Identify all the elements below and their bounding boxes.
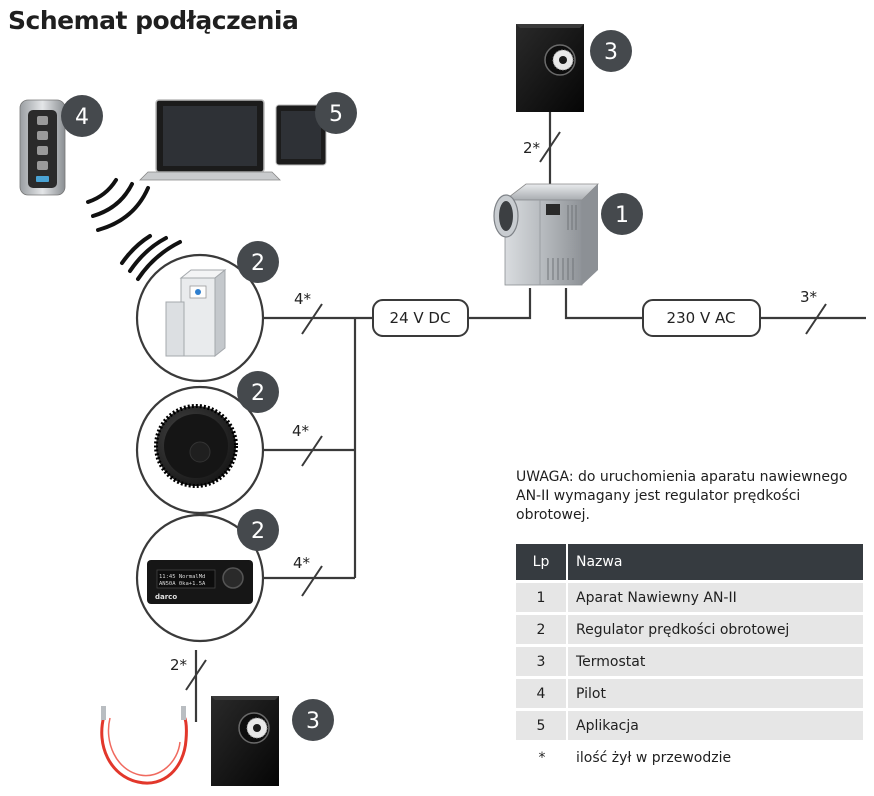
- regulator-knob-image: [135, 385, 265, 515]
- temperature-sensor-image: [100, 706, 188, 785]
- regulator-din-image: [135, 253, 265, 383]
- slash-thermo-top: [539, 131, 561, 163]
- legend-row-name: ilość żył w przewodzie: [576, 749, 732, 766]
- ac-voltage-label: 230 V AC: [667, 309, 736, 327]
- badge-thermo-top-label: 3: [604, 40, 618, 65]
- legend-row-name: Aparat Nawiewny AN-II: [568, 583, 863, 612]
- slash-reg-bot: [301, 565, 323, 597]
- badge-thermo-bot-label: 3: [306, 709, 320, 734]
- badge-app-label: 5: [329, 102, 343, 127]
- slash-reg-top: [301, 303, 323, 335]
- slash-reg-mid: [301, 435, 323, 467]
- badge-reg-mid: 2: [237, 371, 279, 413]
- dc-voltage-box: 24 V DC: [372, 299, 469, 337]
- badge-remote-label: 4: [75, 105, 89, 130]
- wire-label-thermo-top: 2*: [523, 139, 541, 157]
- wire-label-reg-bot: 4*: [293, 554, 311, 572]
- legend-row-name: Regulator prędkości obrotowej: [568, 615, 863, 644]
- legend-header-name: Nazwa: [568, 544, 863, 580]
- wire-dc-bus: [468, 288, 532, 320]
- legend-row-lp: 5: [516, 711, 568, 740]
- ac-voltage-box: 230 V AC: [642, 299, 761, 337]
- display-line-1: 11:45 NormalMd: [159, 574, 205, 580]
- legend-row-lp: 1: [516, 583, 568, 612]
- badge-unit: 1: [601, 193, 643, 235]
- badge-unit-label: 1: [615, 203, 629, 228]
- slash-thermo-bot: [185, 659, 207, 691]
- diagram-title: Schemat podłączenia: [8, 6, 299, 35]
- badge-reg-top: 2: [237, 241, 279, 283]
- remote-control-image: [19, 99, 66, 196]
- legend-row: 2 Regulator prędkości obrotowej: [516, 615, 863, 644]
- badge-reg-mid-label: 2: [251, 381, 265, 406]
- legend-header-row: Lp Nazwa: [516, 544, 863, 580]
- wire-label-reg-mid: 4*: [292, 422, 310, 440]
- wire-ac: [564, 288, 643, 320]
- tablet-image: [275, 104, 327, 166]
- legend-row: * ilość żył w przewodzie: [516, 743, 863, 772]
- legend-row-lp: *: [538, 749, 546, 766]
- laptop-image: [139, 99, 281, 181]
- dc-voltage-label: 24 V DC: [390, 309, 451, 327]
- air-supply-unit-image: [493, 183, 599, 286]
- wire-label-thermo-bot: 2*: [170, 656, 188, 674]
- legend-row-name: Pilot: [568, 679, 863, 708]
- legend-table: Lp Nazwa 1 Aparat Nawiewny AN-II 2 Regul…: [516, 541, 863, 775]
- legend-row-lp: 2: [516, 615, 568, 644]
- badge-reg-top-label: 2: [251, 251, 265, 276]
- badge-thermo-bot: 3: [292, 699, 334, 741]
- legend-row: 4 Pilot: [516, 679, 863, 708]
- badge-remote: 4: [61, 95, 103, 137]
- wire-slashes: [185, 131, 827, 691]
- legend-row: 1 Aparat Nawiewny AN-II: [516, 583, 863, 612]
- legend-row-name: Aplikacja: [568, 711, 863, 740]
- badge-app: 5: [315, 92, 357, 134]
- display-brand: darco: [155, 593, 177, 601]
- legend-header-lp: Lp: [516, 544, 568, 580]
- legend-row-lp: 4: [516, 679, 568, 708]
- badge-reg-bot-label: 2: [251, 519, 265, 544]
- legend-row-name: Termostat: [568, 647, 863, 676]
- display-line-2: AN50A 0ka+1.5A: [159, 581, 206, 587]
- legend-row: 5 Aplikacja: [516, 711, 863, 740]
- badge-reg-bot: 2: [237, 509, 279, 551]
- wireless-signal-icon: [86, 178, 182, 281]
- badge-thermo-top: 3: [590, 30, 632, 72]
- slash-mains: [805, 303, 827, 335]
- wiring: [194, 112, 866, 722]
- legend-row: 3 Termostat: [516, 647, 863, 676]
- legend-row-lp: 3: [516, 647, 568, 676]
- warning-note: UWAGA: do uruchomienia aparatu nawiewneg…: [516, 469, 848, 523]
- wire-label-reg-top: 4*: [294, 290, 312, 308]
- wire-label-mains: 3*: [800, 288, 818, 306]
- thermostat-bottom-image: [211, 696, 279, 786]
- thermostat-top-image: [516, 24, 584, 112]
- regulator-display-image: 11:45 NormalMd AN50A 0ka+1.5A darco: [135, 513, 265, 643]
